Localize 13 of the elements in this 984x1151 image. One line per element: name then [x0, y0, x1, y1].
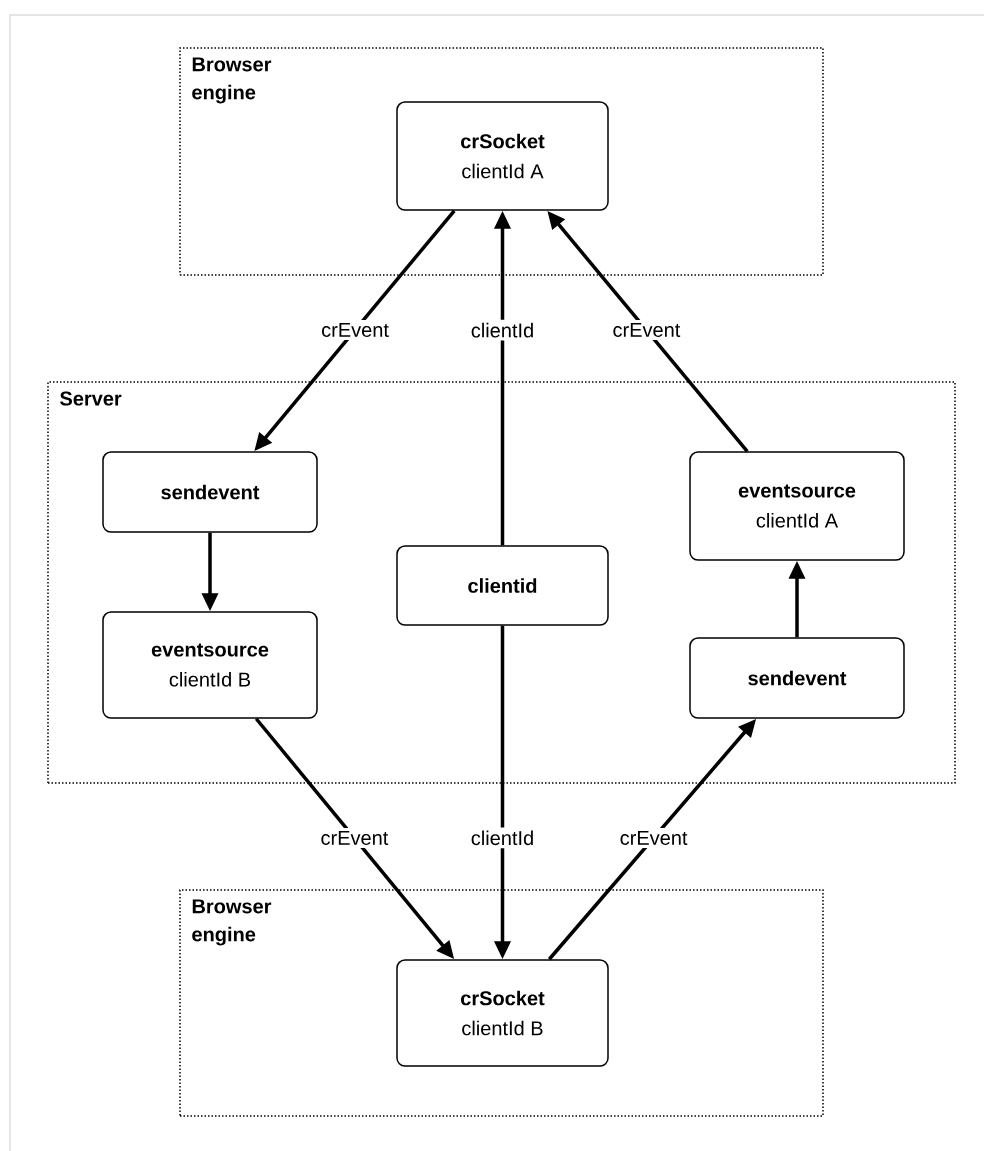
process-box: eventsource clientId A	[689, 451, 905, 561]
edge-label: crEvent	[318, 320, 392, 340]
edge-label: crEvent	[317, 828, 392, 848]
process-box: crSocket clientId B	[396, 959, 609, 1067]
process-box: sendevent	[689, 637, 905, 719]
process-box: crSocket clientId A	[396, 101, 609, 211]
process-box: clientid	[396, 545, 609, 626]
edge-label: clientId	[467, 827, 538, 849]
process-box: sendevent	[102, 451, 318, 533]
edge-label: crEvent	[616, 828, 691, 848]
edge-label: crEvent	[609, 320, 684, 340]
process-box: eventsource clientId B	[102, 611, 318, 719]
edge-label: clientId	[467, 319, 538, 341]
